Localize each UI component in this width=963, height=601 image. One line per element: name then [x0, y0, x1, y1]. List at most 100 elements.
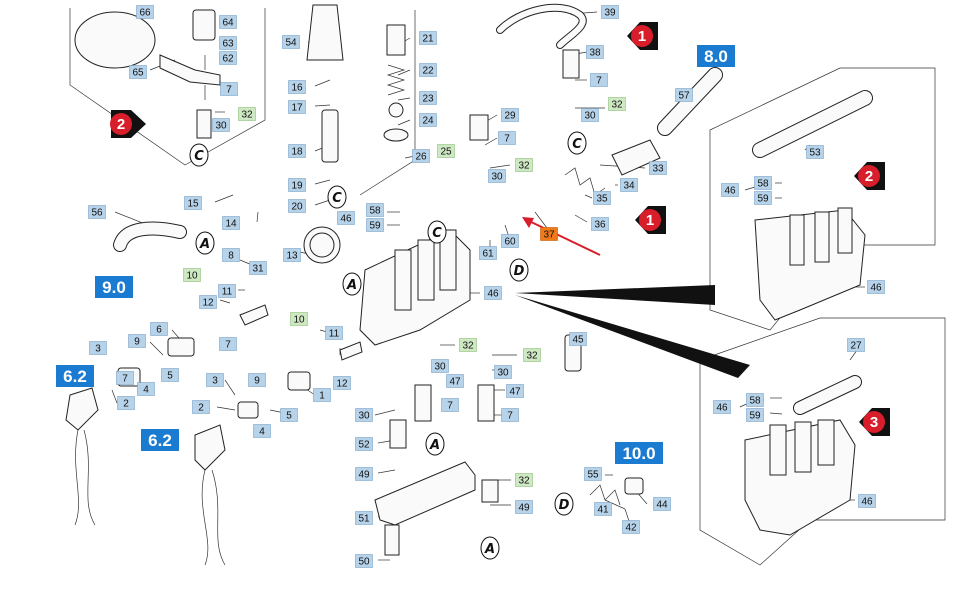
- part-tag-46: 46: [858, 494, 876, 508]
- part-tag-box: [355, 467, 373, 481]
- part-tag-label: 21: [422, 34, 434, 45]
- part-tag-label: 59: [369, 221, 381, 232]
- part-tag-label: 46: [724, 186, 736, 197]
- version-badge-label: 6.2: [148, 431, 172, 450]
- part-tag-41: 41: [594, 502, 612, 516]
- part-tag-13: 13: [283, 248, 301, 262]
- part-tag-box: [117, 396, 135, 410]
- part-tag-32: 32: [238, 107, 256, 121]
- part-tag-label: 2: [198, 403, 204, 414]
- piston-guide-part: [389, 419, 407, 449]
- part-tag-label: 46: [340, 214, 352, 225]
- valve-insert-2-part: [477, 384, 495, 422]
- gauge-face-part: [309, 232, 335, 258]
- version-badge-label: 8.0: [704, 47, 728, 66]
- part-tag-label: 3: [212, 376, 218, 387]
- part-tag-14: 14: [222, 216, 240, 230]
- part-tag-box: [431, 359, 449, 373]
- part-tag-7: 7: [590, 73, 608, 87]
- sensor-2-wires: [201, 469, 226, 566]
- part-tag-box: [506, 384, 524, 398]
- part-tag-label: 24: [422, 116, 434, 127]
- part-tag-46: 46: [713, 400, 731, 414]
- part-tag-label: 7: [122, 374, 128, 385]
- connection-letter-D: D: [509, 258, 529, 282]
- manifold-port-1: [789, 214, 805, 266]
- part-tag-label: 46: [861, 497, 873, 508]
- part-tag-label: 53: [809, 148, 821, 159]
- part-tag-box: [515, 500, 533, 514]
- version-badge-label: 6.2: [63, 367, 87, 386]
- part-tag-label: 66: [139, 8, 151, 19]
- part-tag-box: [501, 408, 519, 422]
- part-tag-label: 13: [286, 251, 298, 262]
- part-tag-7: 7: [116, 371, 134, 385]
- version-badge-box: [697, 45, 735, 67]
- reference-arrow-left: 1: [635, 206, 666, 234]
- part-tag-label: 17: [291, 103, 303, 114]
- connection-circle: [425, 432, 445, 456]
- pump-port-1: [394, 249, 412, 311]
- part-tag-label: 1: [319, 391, 325, 402]
- part-tag-label: 62: [222, 54, 234, 65]
- pointer-wedge-top: [515, 285, 715, 305]
- part-tag-32: 32: [608, 97, 626, 111]
- part-tag-46: 46: [867, 280, 885, 294]
- part-tag-box: [581, 108, 599, 122]
- part-tag-box: [355, 554, 373, 568]
- part-tag-36: 36: [591, 217, 609, 231]
- part-tag-20: 20: [288, 199, 306, 213]
- part-tag-label: 49: [358, 470, 370, 481]
- connection-letter-label: A: [199, 237, 210, 252]
- part-tag-35: 35: [593, 191, 611, 205]
- valve-insert-part: [414, 384, 432, 422]
- part-tag-box: [337, 211, 355, 225]
- part-tag-box: [523, 348, 541, 362]
- part-tag-32: 32: [515, 473, 533, 487]
- arrow-number: 1: [638, 28, 646, 45]
- version-badge-box: [615, 442, 663, 464]
- part-tag-16: 16: [288, 80, 306, 94]
- spring-part: [386, 64, 406, 96]
- version-badge-box: [141, 429, 179, 451]
- part-tag-label: 60: [504, 237, 516, 248]
- manifold-b-port-3: [817, 419, 835, 466]
- part-tag-32: 32: [459, 338, 477, 352]
- part-tag-box: [441, 398, 459, 412]
- part-tag-46: 46: [337, 211, 355, 225]
- part-tag-label: 58: [749, 396, 761, 407]
- part-tag-27: 27: [847, 338, 865, 352]
- part-tag-50: 50: [355, 554, 373, 568]
- part-tag-box: [222, 248, 240, 262]
- part-tag-box: [806, 145, 824, 159]
- connection-circle: [327, 185, 347, 209]
- connection-letter-label: C: [194, 149, 204, 164]
- pump-port-2: [417, 239, 435, 301]
- version-badge-label: 9.0: [102, 278, 126, 297]
- connection-letter-label: A: [346, 278, 357, 293]
- part-tag-47: 47: [446, 374, 464, 388]
- part-tag-label: 37: [543, 230, 555, 241]
- part-tag-46: 46: [484, 286, 502, 300]
- part-tag-label: 32: [518, 161, 530, 172]
- part-tag-label: 7: [507, 411, 513, 422]
- part-tag-box: [128, 334, 146, 348]
- part-tag-box: [333, 376, 351, 390]
- part-tag-label: 39: [604, 8, 616, 19]
- part-tag-box: [366, 218, 384, 232]
- part-tag-box: [569, 332, 587, 346]
- bolt-2-part: [384, 524, 400, 556]
- part-tag-label: 8: [228, 251, 234, 262]
- arrow-disc: [858, 165, 880, 187]
- part-tag-label: 30: [491, 172, 503, 183]
- part-tag-29: 29: [501, 108, 519, 122]
- part-tag-51: 51: [355, 511, 373, 525]
- part-tag-box: [498, 131, 516, 145]
- part-tag-label: 59: [757, 194, 769, 205]
- version-badges: 8.09.06.26.210.0: [56, 45, 735, 464]
- part-tag-32: 32: [523, 348, 541, 362]
- part-tag-box: [161, 368, 179, 382]
- part-tag-label: 38: [589, 48, 601, 59]
- part-tag-box: [248, 373, 266, 387]
